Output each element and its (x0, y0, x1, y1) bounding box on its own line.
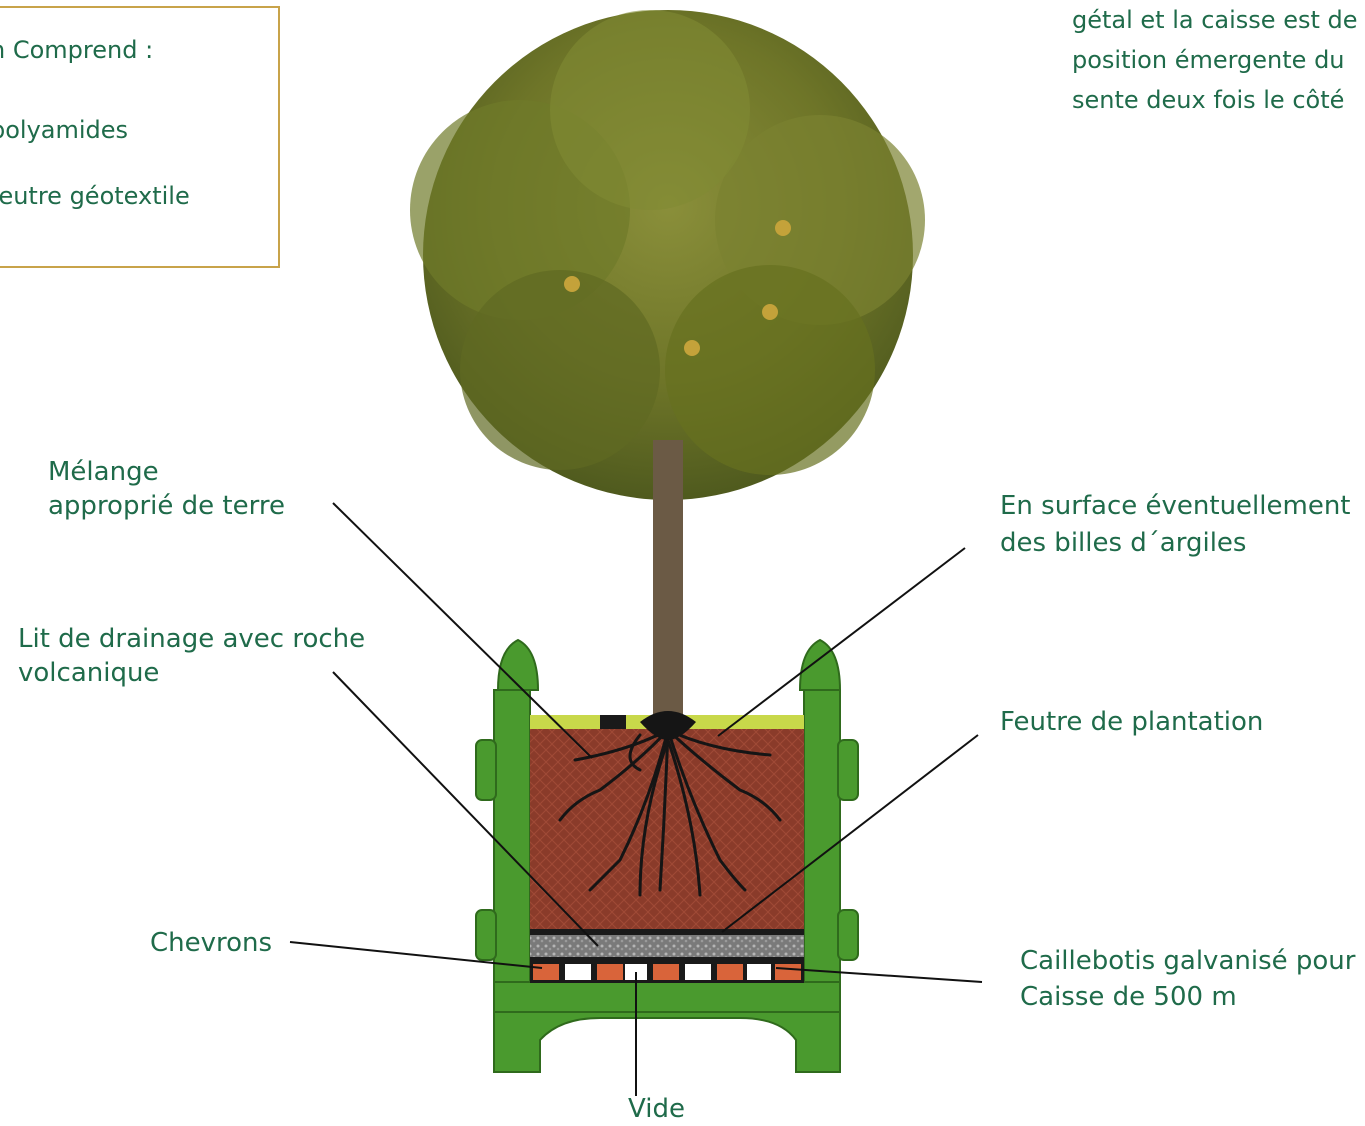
label-melange-2: approprié de terre (48, 491, 285, 521)
top-right-text: gétal et la caisse est de position émerg… (1072, 0, 1358, 120)
info-box-line-3: feutre géotextile (0, 182, 190, 210)
label-caillebotis-1: Caillebotis galvanisé pour (1020, 946, 1356, 976)
label-drainage-2: volcanique (18, 658, 160, 688)
leader-feutre (721, 734, 979, 933)
label-chevrons: Chevrons (150, 928, 273, 958)
fruit-1 (775, 220, 791, 236)
label-vide: Vide (628, 1094, 685, 1124)
fruit-3 (762, 304, 778, 320)
label-melange-1: Mélange (48, 457, 159, 487)
info-box: n Comprend : polyamides feutre géotextil… (0, 6, 280, 268)
label-surface-2: des billes d´argiles (1000, 528, 1247, 558)
leader-caillebotis (775, 967, 983, 983)
leader-lines (289, 502, 983, 1096)
tree-trunk (653, 440, 683, 730)
label-feutre: Feutre de plantation (1000, 707, 1264, 737)
label-drainage-1: Lit de drainage avec roche (18, 624, 366, 654)
leader-drainage (332, 671, 599, 947)
label-surface-1: En surface éventuellement (1000, 491, 1351, 521)
top-right-line-2: position émergente du (1072, 46, 1345, 74)
top-right-line-3: sente deux fois le côté (1072, 86, 1345, 114)
planter-frame (475, 638, 859, 1073)
fruit-4 (684, 340, 700, 356)
leader-melange (332, 502, 593, 759)
drainage-layer (530, 935, 804, 957)
info-box-line-1: n Comprend : (0, 36, 154, 64)
leader-chevrons (289, 941, 543, 969)
planting-felt (530, 929, 804, 935)
tree-crown (410, 10, 925, 500)
fruit-2 (564, 276, 580, 292)
label-caillebotis-2: Caisse de 500 m (1020, 982, 1237, 1012)
top-right-line-1: gétal et la caisse est de (1072, 6, 1358, 34)
grating-chevrons (530, 961, 804, 983)
info-box-line-2: polyamides (0, 116, 129, 144)
leader-surface (717, 547, 966, 737)
